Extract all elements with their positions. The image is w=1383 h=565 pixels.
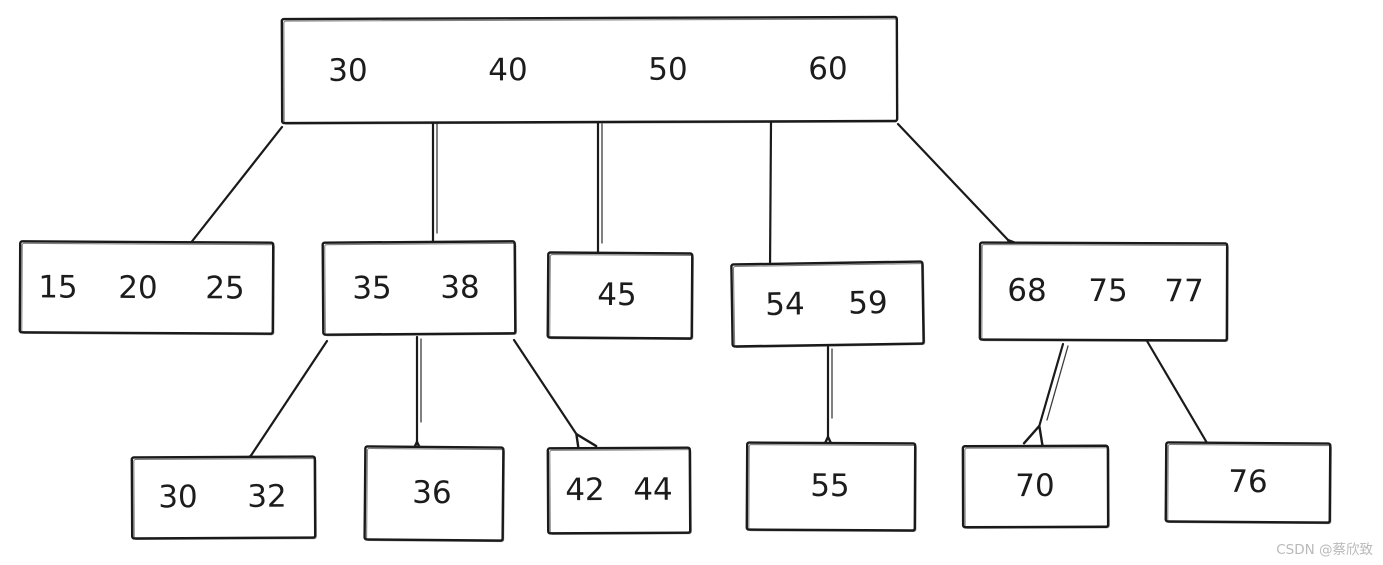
node-rect: [730, 260, 925, 348]
tree-node-l2-3: 54 59: [730, 260, 926, 348]
node-rect-sketch-stroke: [549, 253, 694, 341]
node-rect: [363, 445, 505, 542]
edges: [186, 120, 1210, 457]
node-rect-sketch-stroke: [748, 444, 917, 532]
edge-l2-1-to-l3-0: [250, 339, 329, 457]
node-key: 45: [597, 277, 637, 313]
node-key: 44: [633, 472, 673, 508]
node-key: 59: [848, 285, 888, 322]
node-key: 38: [440, 270, 480, 306]
node-rect: [546, 251, 694, 340]
node-rect: [130, 455, 317, 540]
node-rect: [18, 240, 275, 335]
node-key: 32: [247, 479, 287, 515]
node-rect-sketch-stroke: [1167, 443, 1332, 525]
edge-l2-4-to-l3-4: [1039, 342, 1065, 427]
edge-root-to-l2-3: [770, 120, 771, 271]
node-rect-sketch-stroke: [21, 242, 275, 336]
node-rect-sketch-stroke: [964, 447, 1110, 529]
node-rect-sketch-stroke: [133, 457, 317, 541]
edge-l2-4-to-l3-4-double-stroke: [1046, 345, 1069, 421]
node-key: 42: [565, 472, 605, 508]
node-rect: [745, 441, 917, 532]
node-key: 20: [118, 270, 158, 306]
tree-node-l2-0: 15 20 25: [18, 240, 275, 336]
edge-root-to-l2-4: [896, 122, 1009, 241]
tree-node-root: 30 40 50 60: [280, 15, 899, 125]
node-key: 40: [488, 52, 528, 88]
node-key: 75: [1088, 273, 1128, 309]
node-key: 60: [808, 51, 848, 87]
tree-node-l3-3: 55: [745, 441, 917, 532]
node-key: 68: [1007, 273, 1047, 309]
tree-node-l2-2: 45: [546, 251, 694, 341]
tree-node-l2-1: 35 38: [321, 240, 517, 337]
tree-node-l3-4: 70: [961, 444, 1110, 529]
node-rect: [978, 241, 1229, 342]
node-key: 30: [158, 479, 198, 515]
node-key: 15: [38, 269, 78, 305]
tree-node-l3-0: 30 32: [130, 455, 317, 541]
node-key: 55: [810, 468, 850, 504]
tree-node-l3-5: 76: [1164, 441, 1332, 525]
node-rect-sketch-stroke: [366, 447, 505, 543]
node-key: 35: [352, 270, 392, 306]
node-rect-sketch-stroke: [732, 262, 926, 348]
node-rect-sketch-stroke: [549, 449, 692, 535]
node-rect: [961, 444, 1110, 529]
node-key: 36: [412, 475, 452, 511]
node-rect-sketch-stroke: [981, 244, 1229, 342]
node-key: 50: [648, 52, 688, 88]
node-rect: [546, 446, 692, 535]
node-key: 54: [765, 286, 805, 323]
node-rect: [280, 15, 899, 125]
node-rect-sketch-stroke: [283, 18, 898, 125]
edge-l2-1-to-l3-2: [512, 338, 577, 435]
node-key: 70: [1015, 468, 1055, 504]
watermark-text: CSDN @蔡欣致: [1276, 542, 1373, 558]
node-rect: [321, 240, 517, 336]
edge-l2-4-to-l3-5: [1145, 339, 1210, 448]
tree-node-l3-2: 42 44: [546, 446, 692, 535]
node-key: 76: [1228, 464, 1268, 500]
tree-node-l3-1: 36: [363, 445, 505, 543]
node-key: 25: [205, 270, 245, 306]
edge-root-to-l2-0: [186, 125, 284, 249]
node-key: 77: [1164, 273, 1204, 309]
node-rect-sketch-stroke: [324, 242, 517, 337]
tree-node-l2-4: 68 75 77: [978, 241, 1229, 342]
node-rect: [1164, 441, 1332, 524]
node-key: 30: [328, 53, 368, 89]
